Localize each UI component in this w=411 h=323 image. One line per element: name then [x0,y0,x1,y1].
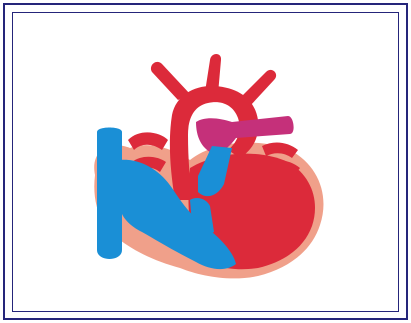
brachiocephalic-artery [151,62,190,100]
superior-vena-cava [97,128,122,260]
left-subclavian-artery [240,70,276,106]
